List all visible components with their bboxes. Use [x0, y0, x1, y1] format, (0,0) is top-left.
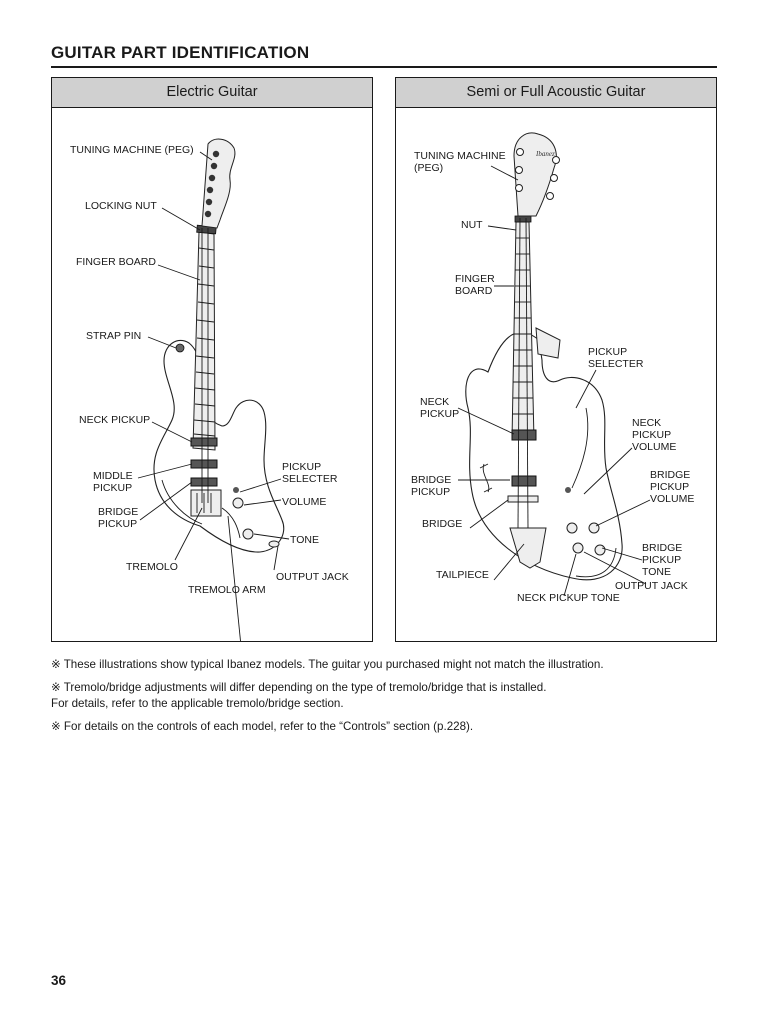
label-tailpiece: TAILPIECE — [436, 569, 489, 581]
label-bridge-pickup-volume-line3: VOLUME — [650, 493, 694, 505]
label-bridge-pickup-tone-line1: BRIDGE — [642, 542, 682, 554]
label-bridge-pickup-line2: PICKUP — [411, 486, 450, 498]
label-neck-pickup-volume-line3: VOLUME — [632, 441, 676, 453]
label-neck-pickup-volume-line2: PICKUP — [632, 429, 671, 441]
acoustic-guitar-panel: Semi or Full Acoustic Guitar Ibane — [395, 77, 717, 642]
label-finger-board: FINGER BOARD — [76, 256, 156, 268]
electric-guitar-panel: Electric Guitar — [51, 77, 373, 642]
note-2-continued: For details, refer to the applicable tre… — [51, 697, 344, 710]
note-3: ※ For details on the controls of each mo… — [51, 719, 474, 733]
label-pickup-selecter-line2: SELECTER — [588, 358, 644, 370]
label-tuning-machine-line1: TUNING MACHINE — [414, 150, 506, 162]
label-bridge-pickup-line1: BRIDGE — [411, 474, 451, 486]
label-tuning-machine: TUNING MACHINE (PEG) — [70, 144, 194, 156]
label-finger-board-line1: FINGER — [455, 273, 495, 285]
page-number: 36 — [51, 973, 67, 988]
acoustic-guitar-diagram: Ibanez — [411, 132, 694, 604]
acoustic-guitar-header: Semi or Full Acoustic Guitar — [396, 78, 716, 108]
label-tuning-machine-line2: (PEG) — [414, 162, 443, 174]
label-locking-nut: LOCKING NUT — [85, 200, 157, 212]
label-pickup-selecter-line1: PICKUP — [282, 461, 321, 473]
label-bridge-pickup-line1: BRIDGE — [98, 506, 138, 518]
electric-guitar-diagram: TUNING MACHINE (PEG) LOCKING NUT FINGER … — [70, 138, 349, 641]
label-pickup-selecter-line1: PICKUP — [588, 346, 627, 358]
acoustic-leader-lines — [457, 165, 651, 597]
electric-guitar-illustration — [153, 138, 285, 553]
note-1: ※ These illustrations show typical Ibane… — [51, 658, 604, 671]
electric-guitar-header: Electric Guitar — [52, 78, 372, 108]
label-bridge-pickup-tone-line3: TONE — [642, 566, 671, 578]
label-neck-pickup: NECK PICKUP — [79, 414, 150, 426]
label-output-jack: OUTPUT JACK — [276, 571, 349, 583]
label-bridge-pickup-volume-line2: PICKUP — [650, 481, 689, 493]
note-2: ※ Tremolo/bridge adjustments will differ… — [51, 680, 547, 694]
label-pickup-selecter-line2: SELECTER — [282, 473, 338, 485]
label-strap-pin: STRAP PIN — [86, 330, 141, 342]
label-bridge: BRIDGE — [422, 518, 462, 530]
label-tone: TONE — [290, 534, 319, 546]
label-tremolo-arm: TREMOLO ARM — [188, 584, 266, 596]
notes: ※ These illustrations show typical Ibane… — [51, 657, 731, 735]
label-nut: NUT — [461, 219, 483, 231]
page-title: GUITAR PART IDENTIFICATION — [51, 43, 717, 68]
label-output-jack: OUTPUT JACK — [615, 580, 688, 592]
label-neck-pickup-line2: PICKUP — [420, 408, 459, 420]
label-finger-board-line2: BOARD — [455, 285, 493, 297]
label-volume: VOLUME — [282, 496, 326, 508]
label-neck-pickup-volume-line1: NECK — [632, 417, 661, 429]
headstock-brand: Ibanez — [535, 150, 555, 158]
label-bridge-pickup-tone-line2: PICKUP — [642, 554, 681, 566]
label-tremolo: TREMOLO — [126, 561, 178, 573]
label-bridge-pickup-volume-line1: BRIDGE — [650, 469, 690, 481]
label-neck-pickup-tone: NECK PICKUP TONE — [517, 592, 620, 604]
label-middle-pickup-line1: MIDDLE — [93, 470, 133, 482]
electric-leader-lines — [137, 151, 290, 641]
label-neck-pickup-line1: NECK — [420, 396, 449, 408]
label-bridge-pickup-line2: PICKUP — [98, 518, 137, 530]
label-middle-pickup-line2: PICKUP — [93, 482, 132, 494]
